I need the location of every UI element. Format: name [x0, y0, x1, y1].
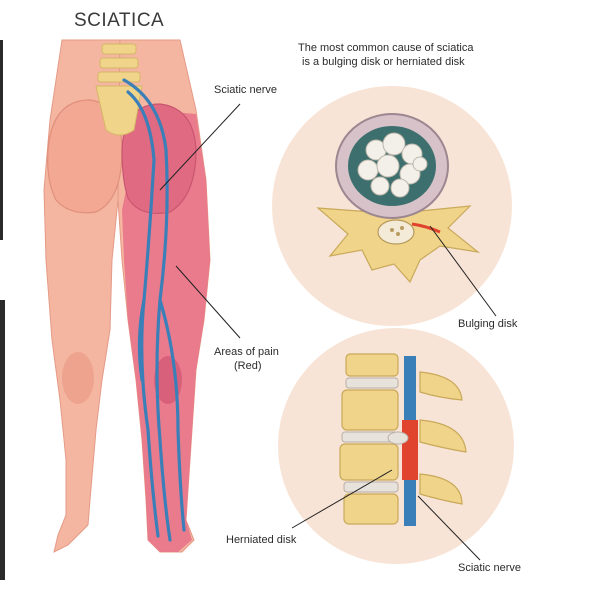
label-herniated-disk: Herniated disk — [226, 534, 297, 546]
compressed-nerve — [402, 420, 418, 480]
left-edge-strip-top — [0, 40, 3, 240]
sciatic-nerve-lines — [122, 78, 186, 542]
left-knee — [62, 352, 94, 404]
vertebral-bodies — [339, 353, 399, 525]
page-title: SCIATICA — [74, 10, 165, 31]
nucleus — [357, 132, 428, 198]
lumbar-spine — [95, 43, 143, 136]
left-buttock — [47, 99, 123, 214]
label-sciatic-nerve-bottom: Sciatic nerve — [458, 562, 521, 574]
body-figure — [43, 39, 211, 553]
leader-lines — [159, 103, 497, 561]
herniation — [387, 431, 409, 445]
bulging-disk-panel — [272, 86, 512, 326]
label-bulging-disk: Bulging disk — [458, 318, 518, 330]
pain-area — [122, 110, 210, 552]
label-areas-of-pain-1: Areas of pain — [214, 346, 279, 358]
label-sciatic-nerve-top: Sciatic nerve — [214, 84, 277, 96]
caption-line-2: is a bulging disk or herniated disk — [302, 56, 465, 68]
herniated-disk-panel — [278, 328, 514, 564]
caption-line-1: The most common cause of sciatica — [298, 42, 474, 54]
spinal-canal — [377, 219, 415, 245]
label-areas-of-pain-2: (Red) — [234, 360, 262, 372]
spinous-processes — [419, 371, 467, 505]
left-edge-strip-bottom — [0, 300, 5, 580]
